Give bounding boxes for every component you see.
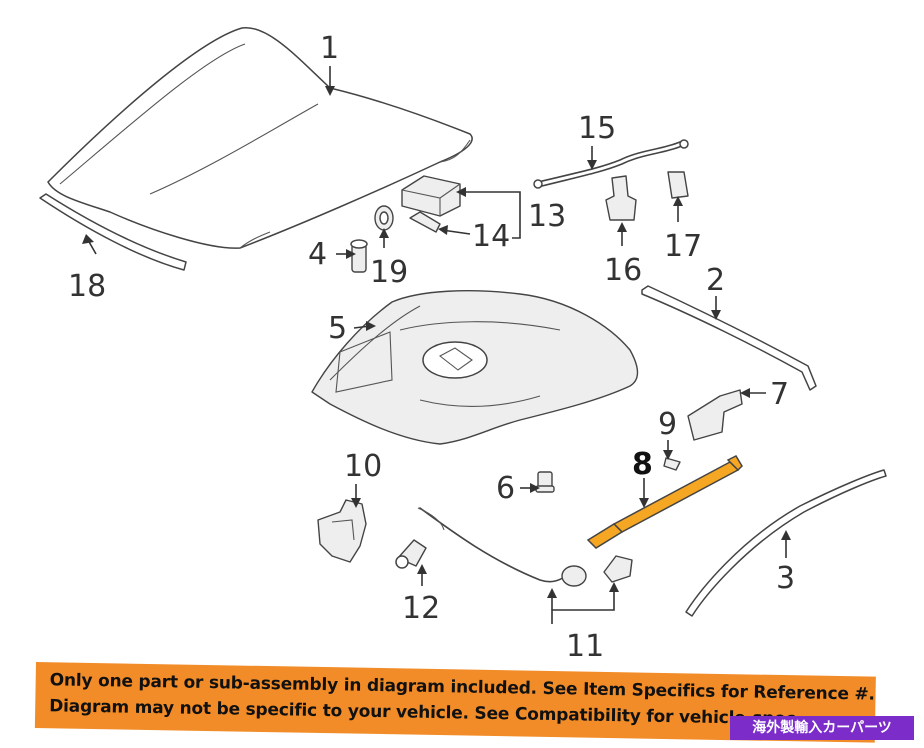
part-7-bracket (687, 389, 743, 441)
part-11-release-cable (417, 507, 633, 587)
label-18: 18 (68, 269, 106, 304)
label-1: 1 (320, 31, 339, 66)
label-16: 16 (604, 253, 642, 288)
label-12: 12 (402, 591, 440, 626)
part-13-insulator-bracket (401, 175, 461, 217)
label-4: 4 (308, 237, 327, 272)
label-15: 15 (578, 111, 616, 146)
label-2: 2 (706, 263, 725, 298)
part-8-hood-lift-support (586, 455, 743, 549)
label-7: 7 (770, 377, 789, 412)
part-17-hose-clip (667, 171, 689, 199)
part-18-hood-seal (39, 193, 187, 271)
part-4-hood-bumper (350, 239, 368, 273)
shop-label: 海外製輸入カーパーツ (730, 716, 914, 740)
part-9-stud (663, 457, 681, 471)
label-19: 19 (370, 255, 408, 290)
part-15-washer-hose (533, 139, 689, 189)
part-16-washer-nozzle (605, 175, 637, 221)
label-5: 5 (328, 311, 347, 346)
label-14: 14 (472, 219, 510, 254)
part-1-hood (47, 27, 473, 249)
part-number-labels: 1 18 15 13 14 4 19 16 17 2 5 7 9 8 10 6 … (68, 31, 795, 664)
label-9: 9 (658, 407, 677, 442)
label-3: 3 (776, 561, 795, 596)
part-5-insulator (311, 290, 639, 445)
label-6: 6 (496, 471, 515, 506)
label-13: 13 (528, 199, 566, 234)
part-6-bolt (535, 471, 555, 493)
label-10: 10 (344, 449, 382, 484)
part-12-release-handle (395, 539, 427, 569)
arrowheads (82, 86, 791, 598)
part-19-grommet (374, 205, 394, 231)
label-11: 11 (566, 629, 604, 664)
part-2-seal (641, 285, 817, 391)
part-10-hood-latch (317, 499, 367, 563)
label-8: 8 (632, 447, 653, 482)
label-17: 17 (664, 229, 702, 264)
part-3-moulding (685, 469, 887, 617)
part-14-clip (409, 211, 441, 233)
